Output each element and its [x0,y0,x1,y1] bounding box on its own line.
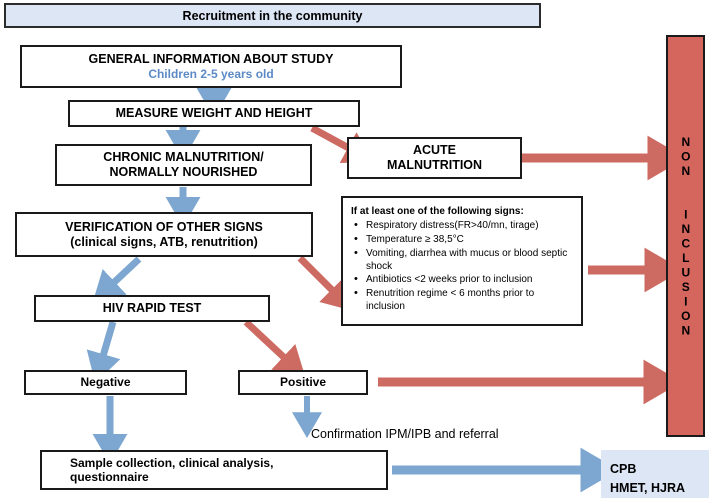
arrow-hivtest-to-positive [243,319,306,378]
sample-line2: questionnaire [70,470,149,484]
general-info-title: GENERAL INFORMATION ABOUT STUDY [88,52,334,67]
signs-title: If at least one of the following signs: [351,206,524,217]
box-verification-other-signs[interactable]: VERIFICATION OF OTHER SIGNS (clinical si… [15,212,313,257]
box-general-information[interactable]: GENERAL INFORMATION ABOUT STUDY Children… [20,45,402,88]
verification-line2: (clinical signs, ATB, renutrition) [70,234,258,249]
box-non-inclusion[interactable]: NON INCLUSION [666,35,705,437]
label-confirmation-referral: Confirmation IPM/IPB and referral [311,427,499,441]
verification-line1: VERIFICATION OF OTHER SIGNS [65,219,263,234]
chronic-line2: NORMALLY NOURISHED [109,165,258,179]
box-measure-weight-height[interactable]: MEASURE WEIGHT AND HEIGHT [68,100,360,127]
box-hiv-rapid-test[interactable]: HIV RAPID TEST [34,295,270,322]
hiv-test-label: HIV RAPID TEST [102,301,202,316]
cpb-line2: HMET, HJRA [610,480,686,495]
box-acute-malnutrition[interactable]: ACUTE MALNUTRITION [347,137,522,179]
arrow-hivtest-to-negative [86,321,121,384]
arrow-verification-to-signs [297,255,353,311]
acute-line2: MALNUTRITION [386,158,483,172]
signs-item: Renutrition regime < 6 months prior to i… [351,286,575,313]
general-info-subtitle: Children 2-5 years old [148,66,274,81]
banner-label: Recruitment in the community [182,8,363,23]
signs-item: Temperature ≥ 38,5°C [351,232,575,247]
acute-line1: ACUTE [412,143,457,158]
signs-item: Antibiotics <2 weeks prior to inclusion [351,272,575,287]
box-result-positive[interactable]: Positive [238,370,368,395]
box-cpb-hmet-hjra[interactable]: CPB HMET, HJRA [601,450,709,498]
non-inclusion-label: NON INCLUSION [678,134,693,338]
chronic-line1: CHRONIC MALNUTRITION/ [103,150,264,165]
box-sample-collection[interactable]: Sample collection, clinical analysis, qu… [40,450,388,490]
signs-list: Respiratory distress(FR>40/mn, tirage) T… [351,218,575,313]
banner-recruitment: Recruitment in the community [4,3,541,28]
negative-label: Negative [80,375,131,390]
confirmation-text: Confirmation IPM/IPB and referral [311,427,499,441]
box-inclusion-signs-criteria[interactable]: If at least one of the following signs: … [341,196,583,326]
box-chronic-malnutrition[interactable]: CHRONIC MALNUTRITION/ NORMALLY NOURISHED [55,144,312,186]
signs-item: Vomiting, diarrhea with mucus or blood s… [351,246,575,273]
measure-label: MEASURE WEIGHT AND HEIGHT [115,106,313,121]
arrow-verification-to-hivtest [92,256,142,303]
positive-label: Positive [279,375,327,390]
signs-item: Respiratory distress(FR>40/mn, tirage) [351,218,575,233]
cpb-line1: CPB [610,462,637,476]
sample-line1: Sample collection, clinical analysis, [70,455,274,470]
box-result-negative[interactable]: Negative [24,370,187,395]
